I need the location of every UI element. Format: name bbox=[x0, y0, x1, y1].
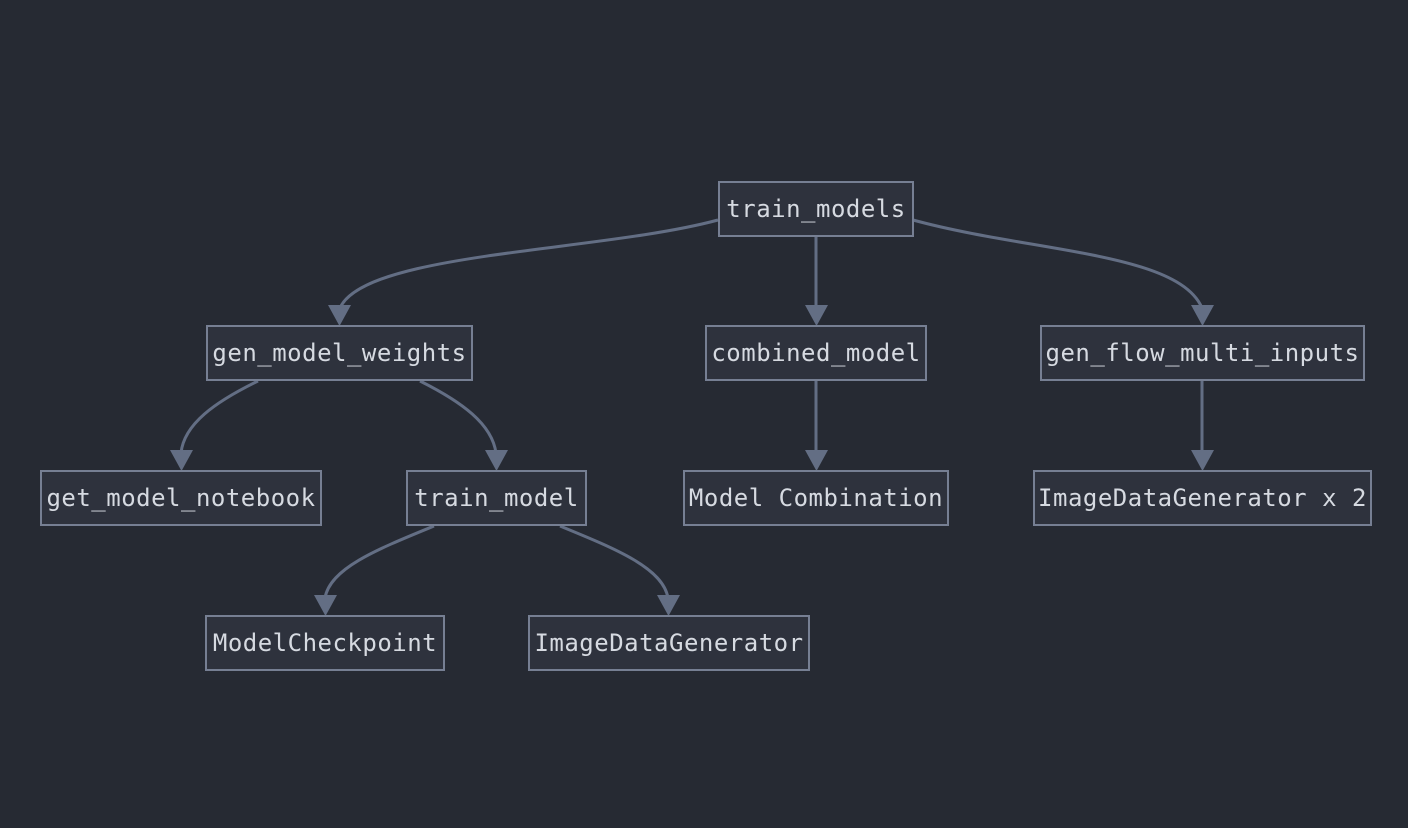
arrowhead-icon bbox=[328, 305, 351, 326]
edge-train_models-gen_model_weights bbox=[338, 218, 719, 309]
node-gen-flow-multi-inputs: gen_flow_multi_inputs bbox=[1040, 325, 1365, 381]
node-train-models: train_models bbox=[718, 181, 914, 237]
arrowhead-icon bbox=[657, 595, 680, 616]
node-train-model: train_model bbox=[406, 470, 587, 526]
arrowhead-icon bbox=[170, 450, 193, 471]
node-image-data-generator-x2: ImageDataGenerator x 2 bbox=[1033, 470, 1372, 526]
edge-train_model-model_checkpoint bbox=[323, 524, 435, 599]
node-image-data-generator: ImageDataGenerator bbox=[528, 615, 810, 671]
arrowhead-icon bbox=[314, 595, 337, 616]
edge-gen_model_weights-get_model_notebook bbox=[179, 379, 259, 454]
edge-gen_model_weights-train_model bbox=[419, 379, 498, 454]
arrowhead-icon bbox=[1191, 450, 1214, 471]
arrowhead-icon bbox=[805, 305, 828, 326]
edge-train_models-gen_flow_multi_inputs bbox=[912, 218, 1204, 309]
node-model-checkpoint: ModelCheckpoint bbox=[205, 615, 445, 671]
node-get-model-notebook: get_model_notebook bbox=[40, 470, 322, 526]
node-combined-model: combined_model bbox=[705, 325, 927, 381]
arrowhead-icon bbox=[805, 450, 828, 471]
edge-train_model-image_data_generator bbox=[559, 524, 670, 599]
node-gen-model-weights: gen_model_weights bbox=[206, 325, 473, 381]
arrowhead-icon bbox=[485, 450, 508, 471]
arrowhead-icon bbox=[1191, 305, 1214, 326]
node-model-combination: Model Combination bbox=[683, 470, 949, 526]
